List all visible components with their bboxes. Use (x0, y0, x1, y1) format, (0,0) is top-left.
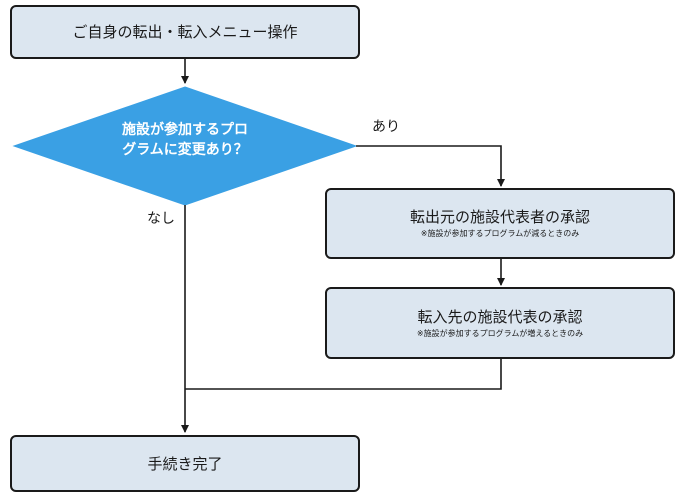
start-label: ご自身の転出・転入メニュー操作 (72, 23, 298, 41)
approve-in-box: 転入先の施設代表の承認 ※施設が参加するプログラムが増えるときのみ (325, 287, 675, 359)
approve-out-note: ※施設が参加するプログラムが減るときのみ (420, 229, 580, 238)
approve-out-box: 転出元の施設代表者の承認 ※施設が参加するプログラムが減るときのみ (325, 188, 675, 259)
approve-out-label: 転出元の施設代表者の承認 (409, 208, 590, 226)
yes-label: あり (372, 119, 400, 135)
approve-in-label: 転入先の施設代表の承認 (417, 307, 583, 326)
no-label: なし (147, 211, 175, 227)
end-label: 手続き完了 (147, 454, 223, 473)
approve-in-note: ※施設が参加するプログラムが増えるときのみ (416, 328, 584, 338)
end-box: 手続き完了 (10, 435, 360, 492)
decision-label-line1: 施設が参加するプロ (122, 122, 248, 138)
decision-label-line2: グラムに変更あり？ (122, 142, 248, 158)
decision-label: 施設が参加するプロ グラムに変更あり？ (60, 120, 310, 160)
start-box: ご自身の転出・転入メニュー操作 (10, 5, 360, 59)
arrow-yes-branch (356, 145, 505, 187)
merge-line-from-approve-in (185, 359, 502, 390)
